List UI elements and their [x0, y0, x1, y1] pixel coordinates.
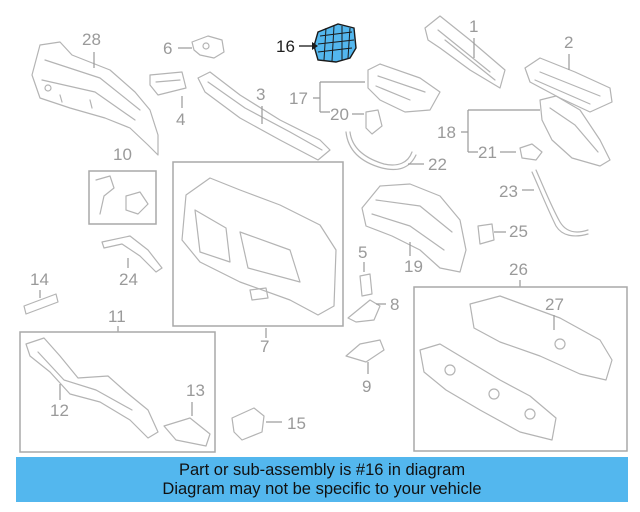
callout-20[interactable]: 20: [330, 105, 349, 124]
callout-4[interactable]: 4: [176, 110, 185, 129]
part-20-drawing: [365, 109, 383, 135]
part-6-drawing: [191, 35, 225, 59]
part-9-drawing: [345, 339, 385, 363]
part-28-drawing: [31, 41, 159, 156]
part-23-drawing: [531, 169, 589, 237]
part-4-drawing: [149, 71, 187, 96]
part-3-drawing: [197, 71, 331, 161]
info-banner: Part or sub-assembly is #16 in diagram D…: [16, 457, 628, 502]
part-8-drawing: [347, 299, 381, 323]
callout-18[interactable]: 18: [437, 123, 456, 142]
callout-11[interactable]: 11: [108, 307, 126, 326]
callout-6[interactable]: 6: [163, 39, 172, 58]
part-25-drawing: [477, 223, 495, 245]
callout-7[interactable]: 7: [260, 337, 269, 356]
callout-1[interactable]: 1: [469, 17, 478, 36]
part-19-drawing: [361, 183, 467, 273]
part-15-drawing: [231, 407, 265, 441]
callout-22[interactable]: 22: [428, 155, 447, 174]
callout-17[interactable]: 17: [289, 89, 308, 108]
part-1-drawing: [424, 15, 506, 89]
callout-12[interactable]: 12: [50, 401, 69, 420]
callout-5[interactable]: 5: [358, 243, 367, 262]
part-22-drawing: [345, 131, 417, 171]
part-26-box: [413, 286, 628, 452]
callout-13[interactable]: 13: [186, 381, 205, 400]
part-5-drawing: [359, 273, 373, 297]
part-2-drawing: [524, 57, 613, 113]
part-26-drawing: [419, 295, 613, 441]
callout-2[interactable]: 2: [564, 33, 573, 52]
part-7-box: [172, 161, 344, 327]
callout-26[interactable]: 26: [509, 260, 528, 279]
part-16-drawing: [313, 23, 357, 63]
part-11-box: [19, 331, 216, 453]
part-24-drawing: [101, 235, 163, 273]
banner-line-2: Diagram may not be specific to your vehi…: [162, 480, 482, 498]
callout-14[interactable]: 14: [30, 270, 49, 289]
callout-16[interactable]: 16: [276, 37, 295, 56]
callout-23[interactable]: 23: [499, 182, 518, 201]
part-21-drawing: [519, 143, 543, 161]
callout-25[interactable]: 25: [509, 222, 528, 241]
part-17-assembly-drawing: [367, 63, 441, 113]
part-14-drawing: [23, 293, 59, 315]
callout-24[interactable]: 24: [119, 270, 138, 289]
callout-3[interactable]: 3: [256, 85, 265, 104]
callout-10[interactable]: 10: [113, 145, 132, 164]
part-13-drawing: [163, 417, 211, 447]
callout-28[interactable]: 28: [82, 30, 101, 49]
callout-27[interactable]: 27: [545, 295, 564, 314]
part-11-drawing: [25, 337, 159, 439]
callout-21[interactable]: 21: [478, 143, 497, 162]
banner-line-1: Part or sub-assembly is #16 in diagram: [178, 461, 466, 479]
part-10-drawing: [95, 175, 149, 215]
part-10-box: [88, 170, 157, 225]
part-18-drawing: [539, 95, 611, 167]
callout-9[interactable]: 9: [362, 377, 371, 396]
part-7-drawing: [181, 177, 337, 316]
callout-8[interactable]: 8: [390, 295, 399, 314]
callout-15[interactable]: 15: [287, 414, 306, 433]
callout-19[interactable]: 19: [404, 257, 423, 276]
